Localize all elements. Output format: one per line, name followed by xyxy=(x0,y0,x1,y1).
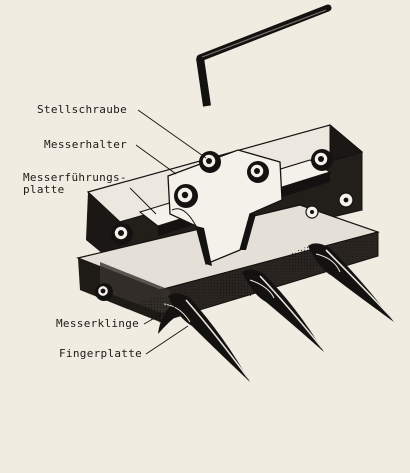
label-fuehrungsplatte-line2: platte xyxy=(23,183,65,196)
screw-1 xyxy=(199,151,221,173)
leader-fuehrungsplatte xyxy=(129,187,157,215)
leader-messerhalter xyxy=(135,144,177,175)
label-stellschraube: Stellschraube xyxy=(37,103,127,116)
label-messerhalter: Messerhalter xyxy=(44,138,128,151)
screw-4 xyxy=(174,184,198,208)
screw-6 xyxy=(95,283,113,301)
label-fingerplatte: Fingerplatte xyxy=(59,347,143,360)
screw-2 xyxy=(247,161,269,183)
leader-messerklinge xyxy=(143,305,177,325)
leader-stellschraube xyxy=(137,109,207,159)
finger-guards xyxy=(140,243,394,382)
screw-5 xyxy=(111,223,133,245)
leader-fingerplatte xyxy=(145,325,189,355)
allen-key xyxy=(196,4,332,107)
label-fuehrungsplatte-line1: Messerführungs- xyxy=(23,171,127,184)
finger-3 xyxy=(308,243,394,322)
finger-2 xyxy=(242,269,324,352)
leader-lines xyxy=(129,109,207,355)
screw-3 xyxy=(311,149,333,171)
screws xyxy=(95,149,354,301)
screw-8 xyxy=(305,205,319,219)
label-messerklinge: Messerklinge xyxy=(56,317,140,330)
screw-7 xyxy=(338,192,354,208)
